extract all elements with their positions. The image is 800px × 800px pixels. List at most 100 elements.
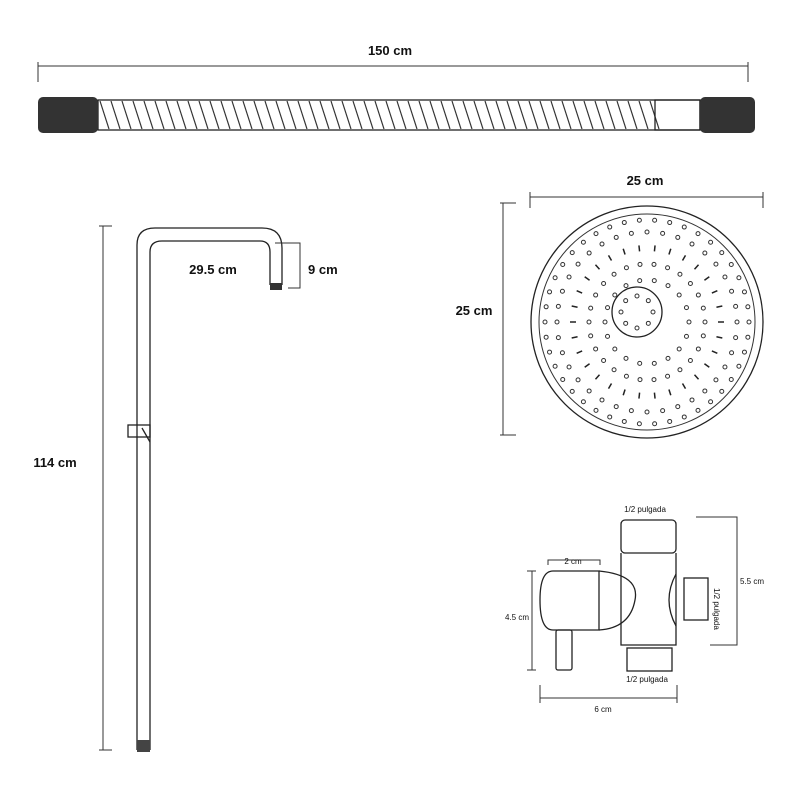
nozzle [689, 397, 695, 403]
hose-right-nut [700, 97, 755, 133]
nozzle [675, 404, 681, 410]
nozzle [605, 333, 611, 339]
head-width-label: 25 cm [627, 173, 664, 188]
nozzle [653, 392, 656, 399]
total-width-dimension-line [539, 685, 678, 703]
hose-spiral-line [275, 100, 286, 130]
nozzle [686, 319, 692, 325]
nozzle [729, 288, 735, 294]
nozzle [628, 230, 634, 236]
nozzle [668, 248, 672, 255]
nozzle [621, 220, 627, 226]
nozzle [644, 409, 650, 415]
nozzle [628, 408, 634, 414]
nozzle [543, 334, 549, 340]
nozzle [653, 245, 656, 252]
nozzle [687, 281, 693, 287]
nozzle [711, 289, 718, 294]
hose-spiral-line [550, 100, 561, 130]
nozzle [722, 364, 728, 370]
nozzle [638, 392, 641, 399]
nozzle [637, 261, 643, 267]
nozzle [580, 239, 586, 245]
column-pipe [136, 227, 283, 750]
side-thread-label: 1/2 pulgada [712, 588, 721, 630]
nozzle [687, 357, 693, 363]
nozzle [586, 250, 592, 256]
nozzle [703, 276, 710, 281]
total-width-label: 6 cm [594, 705, 612, 714]
diverter-top-cap [620, 519, 677, 554]
nozzle [660, 230, 666, 236]
head-nozzles [542, 217, 752, 427]
nozzle [683, 333, 689, 339]
nozzle [601, 357, 607, 363]
bottom-thread [626, 647, 673, 672]
nozzle [746, 319, 752, 325]
nozzle [588, 333, 594, 339]
diverter-knob [539, 570, 600, 631]
hose-spiral-line [594, 100, 605, 130]
nozzle [681, 254, 687, 261]
nozzle [559, 288, 565, 294]
hose-spiral-line [231, 100, 242, 130]
nozzle [612, 346, 618, 352]
nozzle [594, 264, 601, 270]
nozzle [543, 304, 549, 310]
nozzle [745, 304, 751, 310]
nozzle [667, 418, 673, 424]
nozzle [695, 346, 701, 352]
nozzle [547, 349, 553, 355]
nozzle [716, 305, 723, 308]
head-width-dimension-line [529, 192, 764, 208]
nozzle [703, 363, 710, 368]
nozzle [566, 274, 572, 280]
nozzle [554, 319, 560, 325]
nozzle [716, 336, 723, 339]
nozzle [719, 388, 725, 394]
hose-spiral-line [121, 100, 132, 130]
hose-spiral-line [374, 100, 385, 130]
nozzle [542, 319, 548, 325]
hose-spiral-line [132, 100, 143, 130]
nozzle [741, 289, 747, 295]
knob-height-label: 4.5 cm [505, 613, 529, 622]
nozzle [665, 283, 671, 289]
nozzle [668, 389, 672, 396]
hose-spiral-line [495, 100, 506, 130]
column-height-label: 114 cm [33, 455, 76, 470]
hose-spiral-line [484, 100, 495, 130]
nozzle [618, 309, 624, 315]
diverter-pin [555, 629, 573, 671]
nozzle [607, 414, 613, 420]
hose-spiral-line [187, 100, 198, 130]
hose-spiral-line [198, 100, 209, 130]
diverter-body-bulge-left [598, 570, 637, 631]
nozzle [622, 389, 626, 396]
hose-spiral-line [154, 100, 165, 130]
nozzle [560, 262, 566, 268]
hose-spiral-line [352, 100, 363, 130]
nozzle [745, 334, 751, 340]
diverter-valve [127, 424, 151, 438]
nozzle [702, 250, 708, 256]
hose-spiral-line [176, 100, 187, 130]
nozzle [593, 346, 599, 352]
nozzle [552, 363, 558, 369]
hose-right-sleeve [654, 99, 701, 131]
nozzle [667, 220, 673, 226]
hose-spiral-line [330, 100, 341, 130]
nozzle [645, 298, 651, 304]
nozzle [623, 265, 629, 271]
nozzle [607, 383, 613, 390]
nozzle [651, 360, 657, 366]
nozzle [580, 399, 586, 405]
nozzle [599, 241, 605, 247]
nozzle [555, 303, 561, 309]
head-outer-rim [530, 205, 764, 439]
top-thread-label: 1/2 pulgada [624, 505, 666, 514]
nozzle [660, 408, 666, 414]
nozzle [586, 388, 592, 394]
nozzle [681, 224, 687, 230]
